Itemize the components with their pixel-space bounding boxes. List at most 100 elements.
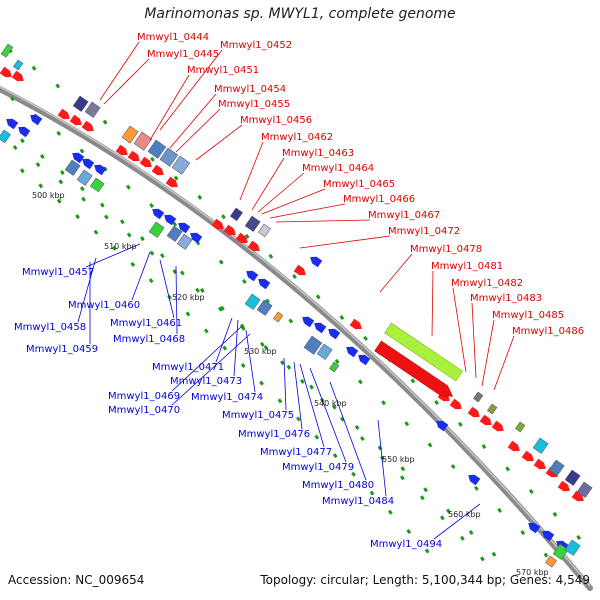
feature-block[interactable] [244, 293, 261, 310]
forward-gene-arrow[interactable] [349, 318, 364, 332]
feature-block[interactable] [545, 555, 557, 568]
reverse-gene-label[interactable]: Mmwyl1_0476 [238, 429, 310, 440]
feature-block[interactable] [473, 391, 484, 403]
feature-block[interactable] [84, 101, 101, 118]
forward-gene-arrow[interactable] [151, 164, 166, 178]
forward-gene-arrow[interactable] [81, 120, 96, 134]
reverse-gene-label[interactable]: Mmwyl1_0461 [110, 318, 182, 329]
reverse-gene-label[interactable]: Mmwyl1_0474 [191, 392, 263, 403]
forward-gene-arrow[interactable] [545, 466, 560, 480]
forward-gene-arrow[interactable] [293, 264, 308, 278]
forward-gene-label[interactable]: Mmwyl1_0481 [431, 261, 503, 272]
forward-gene-label[interactable]: Mmwyl1_0455 [218, 99, 290, 110]
reverse-gene-arrow[interactable] [80, 156, 95, 170]
forward-gene-label[interactable]: Mmwyl1_0464 [302, 163, 374, 174]
forward-gene-arrow[interactable] [223, 224, 238, 238]
forward-gene-arrow[interactable] [139, 156, 154, 170]
forward-gene-arrow[interactable] [165, 176, 180, 190]
feature-block[interactable] [329, 361, 340, 373]
reverse-gene-arrow[interactable] [300, 314, 315, 328]
forward-gene-label[interactable]: Mmwyl1_0451 [187, 65, 259, 76]
reverse-gene-label[interactable]: Mmwyl1_0475 [222, 410, 294, 421]
reverse-gene-label[interactable]: Mmwyl1_0494 [370, 539, 442, 550]
feature-block[interactable] [564, 539, 581, 556]
feature-block[interactable] [176, 233, 193, 250]
feature-block[interactable] [552, 543, 569, 560]
forward-gene-arrow[interactable] [235, 232, 250, 246]
feature-block[interactable] [256, 299, 273, 316]
feature-block[interactable] [64, 159, 81, 176]
feature-block[interactable] [303, 335, 323, 355]
large-rna-feature[interactable] [384, 322, 463, 382]
reverse-gene-arrow[interactable] [326, 326, 341, 340]
feature-block[interactable] [244, 215, 261, 232]
feature-block[interactable] [564, 469, 581, 486]
reverse-gene-arrow[interactable] [150, 206, 165, 220]
feature-block[interactable] [13, 59, 24, 71]
feature-block[interactable] [72, 95, 89, 112]
reverse-gene-arrow[interactable] [16, 124, 31, 138]
forward-gene-arrow[interactable] [449, 398, 464, 412]
feature-block[interactable] [159, 147, 179, 167]
forward-gene-arrow[interactable] [11, 70, 26, 84]
feature-block[interactable] [76, 169, 93, 186]
reverse-gene-arrow[interactable] [526, 520, 541, 534]
reverse-gene-label[interactable]: Mmwyl1_0470 [108, 405, 180, 416]
forward-gene-arrow[interactable] [57, 108, 72, 122]
feature-block[interactable] [171, 155, 191, 175]
feature-block[interactable] [576, 481, 593, 498]
reverse-gene-arrow[interactable] [312, 320, 327, 334]
forward-gene-label[interactable]: Mmwyl1_0467 [368, 210, 440, 221]
reverse-gene-arrow[interactable] [466, 472, 481, 486]
reverse-gene-arrow[interactable] [162, 212, 177, 226]
feature-block[interactable] [0, 129, 11, 144]
feature-block[interactable] [515, 421, 526, 433]
feature-block[interactable] [487, 403, 498, 415]
forward-gene-label[interactable]: Mmwyl1_0478 [410, 244, 482, 255]
reverse-gene-arrow[interactable] [92, 162, 107, 176]
forward-gene-label[interactable]: Mmwyl1_0452 [220, 40, 292, 51]
forward-gene-label[interactable]: Mmwyl1_0472 [388, 226, 460, 237]
forward-gene-arrow[interactable] [69, 114, 84, 128]
forward-gene-arrow[interactable] [0, 66, 14, 80]
forward-gene-arrow[interactable] [479, 414, 494, 428]
reverse-gene-arrow[interactable] [344, 344, 359, 358]
reverse-gene-label[interactable]: Mmwyl1_0479 [282, 462, 354, 473]
reverse-gene-label[interactable]: Mmwyl1_0484 [322, 496, 394, 507]
reverse-gene-label[interactable]: Mmwyl1_0468 [113, 334, 185, 345]
forward-gene-label[interactable]: Mmwyl1_0466 [343, 194, 415, 205]
reverse-gene-arrow[interactable] [356, 352, 371, 366]
forward-gene-label[interactable]: Mmwyl1_0463 [282, 148, 354, 159]
reverse-gene-arrow[interactable] [28, 112, 43, 126]
forward-gene-arrow[interactable] [127, 150, 142, 164]
forward-gene-label[interactable]: Mmwyl1_0483 [470, 293, 542, 304]
feature-block[interactable] [0, 43, 14, 58]
reverse-gene-arrow[interactable] [188, 230, 203, 244]
reverse-gene-arrow[interactable] [244, 268, 259, 282]
forward-gene-label[interactable]: Mmwyl1_0485 [492, 310, 564, 321]
feature-block[interactable] [548, 459, 565, 476]
reverse-gene-label[interactable]: Mmwyl1_0477 [260, 447, 332, 458]
reverse-gene-arrow[interactable] [308, 254, 323, 268]
feature-block[interactable] [133, 131, 153, 151]
forward-gene-arrow[interactable] [557, 480, 572, 494]
reverse-gene-arrow[interactable] [176, 220, 191, 234]
forward-gene-arrow[interactable] [507, 440, 522, 454]
reverse-gene-label[interactable]: Mmwyl1_0460 [68, 300, 140, 311]
feature-block[interactable] [121, 125, 139, 144]
forward-gene-label[interactable]: Mmwyl1_0486 [512, 326, 584, 337]
reverse-gene-label[interactable]: Mmwyl1_0469 [108, 391, 180, 402]
forward-gene-arrow[interactable] [521, 450, 536, 464]
forward-gene-arrow[interactable] [571, 490, 586, 504]
forward-gene-arrow[interactable] [467, 406, 482, 420]
forward-gene-arrow[interactable] [247, 240, 262, 254]
feature-block[interactable] [229, 207, 243, 222]
feature-block[interactable] [273, 311, 284, 323]
reverse-gene-label[interactable]: Mmwyl1_0459 [26, 344, 98, 355]
reverse-gene-label[interactable]: Mmwyl1_0480 [302, 480, 374, 491]
reverse-gene-arrow[interactable] [4, 116, 19, 130]
feature-block[interactable] [148, 221, 165, 238]
feature-block[interactable] [147, 139, 167, 159]
forward-gene-arrow[interactable] [211, 218, 226, 232]
forward-gene-label[interactable]: Mmwyl1_0456 [240, 115, 312, 126]
